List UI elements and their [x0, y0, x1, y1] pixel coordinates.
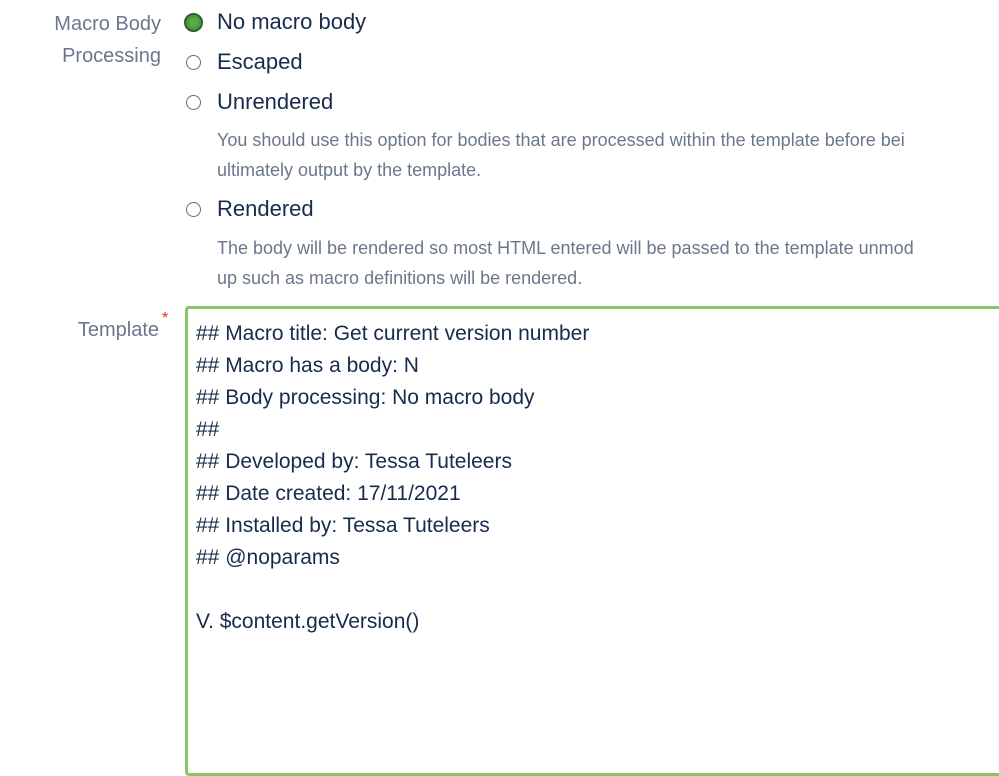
radio-button[interactable]: [186, 201, 201, 217]
code-line: ##: [196, 418, 220, 441]
radio-button[interactable]: [186, 54, 201, 70]
radio-no-macro-body[interactable]: No macro body: [184, 8, 367, 36]
radio-label-escaped: Escaped: [217, 49, 303, 74]
code-line: ## Date created: 17/11/2021: [196, 482, 461, 505]
radio-button[interactable]: [186, 94, 201, 110]
radio-button-checked[interactable]: [184, 12, 203, 32]
macro-body-label-line2: Processing: [62, 45, 161, 67]
radio-label-unrendered: Unrendered: [217, 89, 334, 114]
macro-body-label-line1: Macro Body: [54, 13, 161, 35]
unrendered-help-line2: ultimately output by the template.: [217, 160, 482, 180]
code-line: ## Developed by: Tessa Tuteleers: [196, 450, 512, 473]
macro-body-label: Macro Body Processing: [0, 8, 161, 72]
code-line: [196, 574, 999, 606]
radio-escaped[interactable]: Escaped: [186, 48, 303, 76]
rendered-help-text: The body will be rendered so most HTML e…: [217, 233, 999, 293]
code-line: ## Body processing: No macro body: [196, 386, 535, 409]
radio-rendered[interactable]: Rendered: [186, 195, 314, 223]
template-textarea[interactable]: ## Macro title: Get current version numb…: [185, 306, 999, 776]
radio-label-no-macro-body: No macro body: [217, 9, 367, 34]
code-line: ## @noparams: [196, 546, 340, 569]
rendered-help-line1: The body will be rendered so most HTML e…: [217, 238, 914, 258]
code-line: ## Macro has a body: N: [196, 354, 419, 377]
code-line: ## Installed by: Tessa Tuteleers: [196, 514, 490, 537]
code-line: ## Macro title: Get current version numb…: [196, 322, 590, 345]
unrendered-help-line1: You should use this option for bodies th…: [217, 130, 905, 150]
code-line: V. $content.getVersion(): [196, 610, 420, 633]
rendered-help-line2: up such as macro definitions will be ren…: [217, 268, 583, 288]
required-asterisk: *: [162, 310, 169, 327]
radio-label-rendered: Rendered: [217, 196, 314, 221]
radio-unrendered[interactable]: Unrendered: [186, 88, 333, 116]
template-label: Template: [77, 319, 159, 341]
unrendered-help-text: You should use this option for bodies th…: [217, 125, 999, 185]
